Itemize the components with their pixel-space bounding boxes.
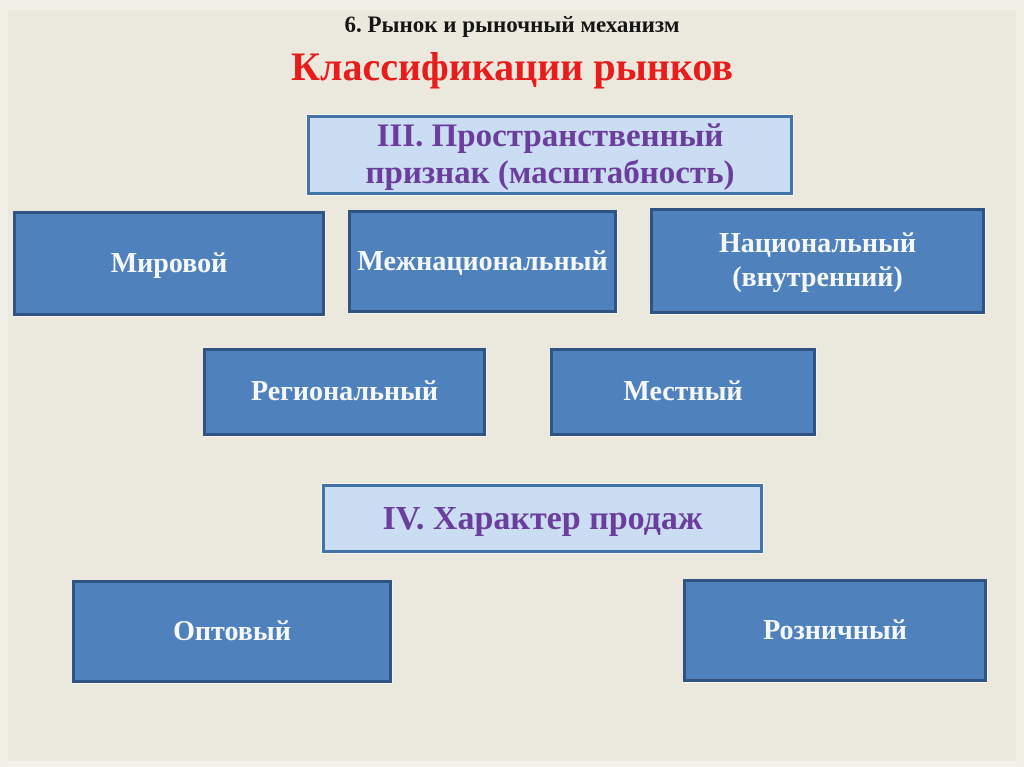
node-national-market: Национальный (внутренний) [650,208,985,314]
node-retail-market: Розничный [683,579,987,682]
slide-kicker: 6. Рынок и рыночный механизм [344,12,680,37]
section-iv-header-box: IV. Характер продаж [322,484,763,553]
section-iii-header-box: III. Пространственный признак (масштабно… [307,115,793,195]
node-local-market: Местный [550,348,816,436]
node-world-market: Мировой [13,211,325,316]
slide-title: Классификации рынков [291,43,733,89]
node-international-market: Межнациональный [348,210,617,313]
node-wholesale-market: Оптовый [72,580,392,683]
node-regional-market: Региональный [203,348,486,436]
